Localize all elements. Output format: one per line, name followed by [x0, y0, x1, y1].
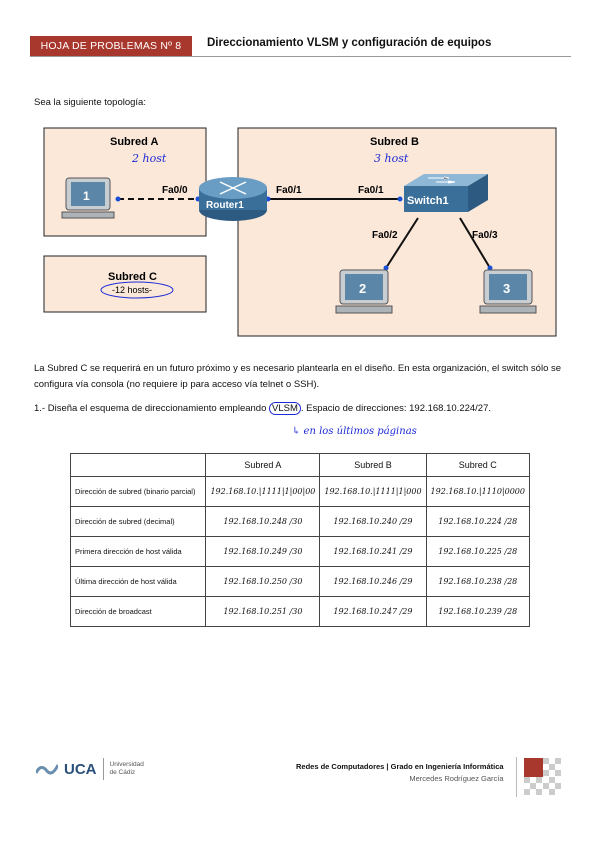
row-label: Dirección de subred (decimal) — [69, 506, 207, 537]
port-dot — [383, 265, 389, 271]
link-switch-pc2 — [385, 217, 419, 269]
table-row: Última dirección de host válida 192.168.… — [69, 566, 531, 597]
header-divider — [30, 56, 571, 57]
checker-emblem-icon — [524, 758, 562, 801]
iface-s-fa03: Fa0/3 — [472, 230, 498, 241]
wave-logo-icon — [36, 764, 58, 775]
question-text-end: . Espacio de direcciones: 192.168.10.224… — [300, 403, 492, 414]
link-switch-pc3 — [459, 217, 491, 269]
scenario-paragraph: La Subred C se requerirá en un futuro pr… — [34, 363, 562, 390]
port-dot — [487, 265, 493, 271]
svg-text:Router1: Router1 — [206, 200, 244, 211]
subnet-a-title: Subred A — [110, 136, 159, 148]
subnet-c-circle — [100, 281, 174, 299]
subnet-c-note: -12 hosts- — [112, 285, 152, 295]
port-dot — [115, 196, 121, 202]
logo-text: UCA — [64, 760, 97, 778]
author-name: Mercedes Rodríguez García — [409, 774, 504, 783]
pc-3-icon: 3 — [479, 269, 537, 314]
logo-subtext: Universidad de Cádiz — [110, 761, 144, 777]
table-cell: 192.168.10.249 /30 — [205, 536, 321, 567]
question-text-start: 1.- Diseña el esquema de direccionamient… — [34, 403, 269, 414]
table-row: Dirección de subred (decimal) 192.168.10… — [69, 506, 531, 537]
footer-credits: Redes de Computadores | Grado en Ingenie… — [296, 761, 504, 785]
row-label: Última dirección de host válida — [69, 566, 207, 597]
table-cell: 192.168.10.251 /30 — [205, 596, 321, 627]
vlsm-table: Subred A Subred B Subred C Dirección de … — [69, 453, 531, 627]
row-label: Primera dirección de host válida — [69, 536, 207, 567]
subnet-c-box — [43, 255, 207, 313]
table-cell: 192.168.10.225 /28 — [425, 536, 531, 567]
svg-text:Switch1: Switch1 — [407, 195, 449, 207]
table-cell: 192.168.10.247 /29 — [319, 596, 427, 627]
table-cell: 192.168.10.239 /28 — [425, 596, 531, 627]
pc-2-icon: 2 — [335, 269, 393, 314]
table-header-row: Subred A Subred B Subred C — [69, 453, 531, 477]
table-row: Primera dirección de host válida 192.168… — [69, 536, 531, 567]
table-cell: 192.168.10.224 /28 — [425, 506, 531, 537]
footer-divider — [516, 757, 517, 797]
topology-svg: Subred A 2 host Subred B 3 host Subred C… — [43, 127, 557, 337]
course-name: Redes de Computadores | Grado en Ingenie… — [296, 762, 504, 771]
subnet-c-title: Subred C — [108, 271, 157, 283]
switch-icon: Switch1 — [404, 174, 488, 212]
table-cell: 192.168.10.240 /29 — [319, 506, 427, 537]
port-dot — [397, 196, 403, 202]
handwritten-note: ↳ en los últimos páginas — [292, 426, 417, 437]
router-icon: Router1 — [199, 177, 267, 221]
table-header: Subred A — [205, 453, 321, 477]
vlsm-highlight: VLSM — [269, 402, 301, 415]
logo-line-1: Universidad — [109, 761, 144, 768]
row-label: Dirección de subred (binario parcial) — [69, 476, 207, 507]
pc-1-icon: 1 — [61, 177, 115, 219]
subnet-a-note: 2 host — [131, 152, 167, 165]
subnet-b-title: Subred B — [370, 136, 419, 148]
page-title: Direccionamiento VLSM y configuración de… — [207, 37, 492, 49]
subnet-b-note: 3 host — [374, 152, 409, 165]
table-cell: 192.168.10.248 /30 — [205, 506, 321, 537]
svg-text:3: 3 — [503, 281, 510, 296]
logo-line-2: de Cádiz — [109, 769, 136, 776]
intro-text: Sea la siguiente topología: — [34, 97, 146, 108]
table-cell: 192.168.10.250 /30 — [205, 566, 321, 597]
sheet-badge: HOJA DE PROBLEMAS Nº 8 — [30, 36, 192, 56]
table-cell: 192.168.10.|1110|0000 — [425, 476, 531, 507]
row-label: Dirección de broadcast — [69, 596, 207, 627]
svg-text:2: 2 — [359, 281, 366, 296]
table-row: Dirección de subred (binario parcial) 19… — [69, 476, 531, 507]
table-cell: 192.168.10.246 /29 — [319, 566, 427, 597]
iface-r-fa00: Fa0/0 — [162, 185, 188, 196]
table-cell: 192.168.10.241 /29 — [319, 536, 427, 567]
table-header: Subred C — [425, 453, 531, 477]
table-cell: 192.168.10.238 /28 — [425, 566, 531, 597]
table-header — [69, 453, 207, 477]
table-header: Subred B — [319, 453, 427, 477]
university-logo: UCA Universidad de Cádiz — [36, 758, 144, 780]
svg-text:1: 1 — [83, 189, 90, 203]
logo-divider — [102, 758, 104, 780]
question-1: 1.- Diseña el esquema de direccionamient… — [34, 401, 566, 417]
iface-s-fa01: Fa0/1 — [358, 185, 384, 196]
table-cell: 192.168.10.|1111|1|00|00 — [205, 476, 321, 507]
iface-r-fa01: Fa0/1 — [276, 185, 302, 196]
table-cell: 192.168.10.|1111|1|000 — [319, 476, 427, 507]
iface-s-fa02: Fa0/2 — [372, 230, 398, 241]
network-topology: Subred A 2 host Subred B 3 host Subred C… — [40, 120, 560, 340]
table-row: Dirección de broadcast 192.168.10.251 /3… — [69, 596, 531, 627]
